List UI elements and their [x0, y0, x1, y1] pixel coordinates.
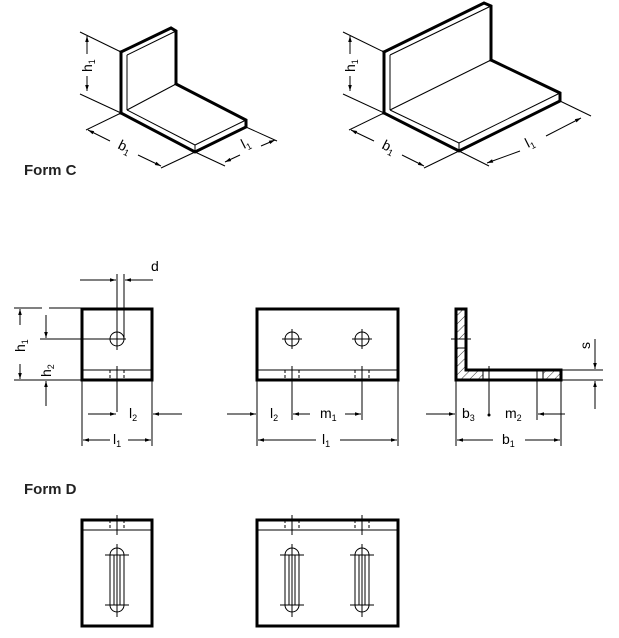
- dim-h1-front: h1: [12, 339, 30, 352]
- dim-l1: l1: [238, 134, 253, 154]
- front-view-large: l2 m1 l1: [227, 307, 400, 449]
- dim-l2: l2: [129, 405, 137, 423]
- dim-l1-large-front: l1: [322, 431, 330, 449]
- dim-b1-side: b1: [502, 431, 515, 449]
- dim-s: s: [577, 342, 593, 349]
- front-view-small: d h1 h2 l2 l1: [12, 258, 182, 449]
- dim-m2: m2: [505, 405, 522, 423]
- form-d-label: Form D: [24, 481, 77, 498]
- dim-b3: b3: [462, 405, 475, 423]
- form-c-iso-small: h1 b1 l1: [79, 26, 278, 169]
- dim-h2: h2: [38, 364, 56, 377]
- dim-d: d: [151, 258, 159, 274]
- side-section-view: b3 m2 b1 s: [426, 307, 603, 449]
- form-c-iso-large: h1 b1 l1: [342, 1, 592, 169]
- dim-l1-front: l1: [113, 431, 121, 449]
- dim-m1: m1: [320, 405, 337, 423]
- dim-h1: h1: [79, 59, 97, 72]
- dim-l1-large: l1: [522, 133, 537, 153]
- form-c-label: Form C: [24, 162, 77, 179]
- dim-h1-large: h1: [342, 59, 360, 72]
- form-d-small: [80, 515, 154, 628]
- dim-b1-large: b1: [379, 136, 399, 158]
- dim-l2-large: l2: [270, 405, 278, 423]
- form-d-large: [255, 515, 400, 628]
- dim-b1: b1: [115, 136, 135, 158]
